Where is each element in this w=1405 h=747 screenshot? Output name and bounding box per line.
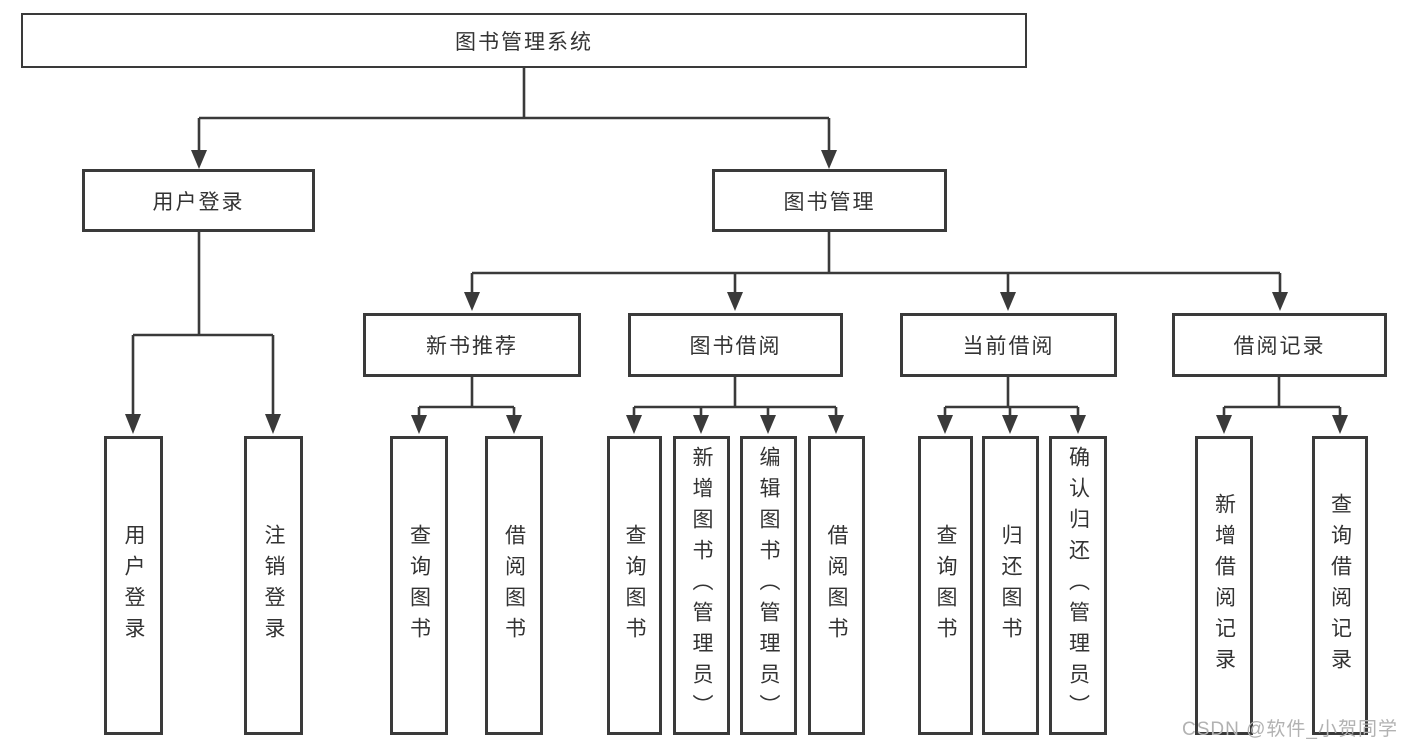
node-new-books: 新书推荐 <box>363 313 581 377</box>
node-current-borrow: 当前借阅 <box>900 313 1117 377</box>
node-label: 图书管理 <box>783 190 876 214</box>
leaf-logout: 注销登录 <box>244 436 303 735</box>
leaf-label: 确认归还（管理员） <box>1066 446 1090 725</box>
leaf-records-query: 查询借阅记录 <box>1312 436 1368 735</box>
leaf-label: 查询图书 <box>407 523 431 648</box>
leaf-current-return: 归还图书 <box>982 436 1039 735</box>
connector-book-borrow-to-leaves <box>626 377 844 434</box>
leaf-label: 新增图书（管理员） <box>690 446 713 725</box>
leaf-label: 查询图书 <box>623 523 646 648</box>
watermark-text: CSDN @软件_小贺同学 <box>1182 719 1398 740</box>
leaf-current-confirm: 确认归还（管理员） <box>1049 436 1107 735</box>
connector-borrow-records-to-leaves <box>1216 377 1348 434</box>
leaf-current-query: 查询图书 <box>918 436 973 735</box>
leaf-label: 查询借阅记录 <box>1328 492 1352 679</box>
leaf-bookborrow-lend: 借阅图书 <box>808 436 865 735</box>
leaf-newbooks-query: 查询图书 <box>390 436 448 735</box>
node-book-borrow: 图书借阅 <box>628 313 843 377</box>
leaf-label: 借阅图书 <box>825 523 848 648</box>
leaf-label: 新增借阅记录 <box>1212 492 1236 679</box>
connector-new-books-to-leaves <box>411 377 522 434</box>
connector-root-to-level1 <box>191 68 837 169</box>
node-label: 新书推荐 <box>426 335 518 358</box>
node-label: 图书借阅 <box>689 335 782 358</box>
node-label: 借阅记录 <box>1233 335 1326 358</box>
watermark: CSDN @软件_小贺同学 <box>1182 714 1398 741</box>
leaf-label: 注销登录 <box>262 523 285 648</box>
leaf-bookborrow-edit: 编辑图书（管理员） <box>740 436 797 735</box>
node-user-login: 用户登录 <box>82 169 315 232</box>
leaf-label: 归还图书 <box>999 523 1022 648</box>
node-label: 当前借阅 <box>962 335 1055 358</box>
leaf-bookborrow-add: 新增图书（管理员） <box>673 436 730 735</box>
node-book-management: 图书管理 <box>712 169 947 232</box>
node-label: 用户登录 <box>152 190 245 214</box>
leaf-label: 用户登录 <box>122 523 145 648</box>
connector-book-management-to-level2 <box>464 232 1288 311</box>
leaf-label: 编辑图书（管理员） <box>757 446 780 725</box>
connector-user-login-to-leaves <box>125 232 281 434</box>
leaf-records-add: 新增借阅记录 <box>1195 436 1253 735</box>
leaf-label: 借阅图书 <box>502 523 526 648</box>
leaf-label: 查询图书 <box>934 523 957 648</box>
connector-current-borrow-to-leaves <box>937 377 1086 434</box>
node-label: 图书管理系统 <box>455 30 593 54</box>
node-borrow-records: 借阅记录 <box>1172 313 1387 377</box>
node-root: 图书管理系统 <box>21 13 1027 68</box>
leaf-newbooks-borrow: 借阅图书 <box>485 436 543 735</box>
leaf-bookborrow-query: 查询图书 <box>607 436 662 735</box>
leaf-user-login: 用户登录 <box>104 436 163 735</box>
